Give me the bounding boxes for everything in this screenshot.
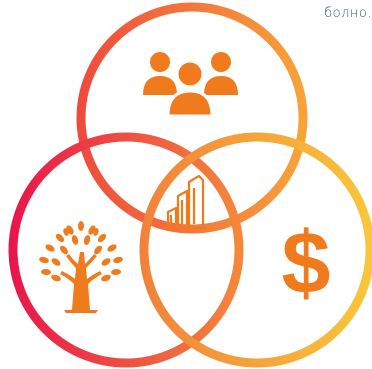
people-group-icon [143,52,238,118]
dollar-icon: $ [282,213,331,312]
tree-icon [39,221,123,313]
left-circle [8,132,244,368]
right-circle [139,132,372,368]
svg-text:$: $ [282,213,331,312]
top-circle [76,2,308,234]
buildings-icon [164,174,207,230]
corner-text: болно. [324,6,372,21]
